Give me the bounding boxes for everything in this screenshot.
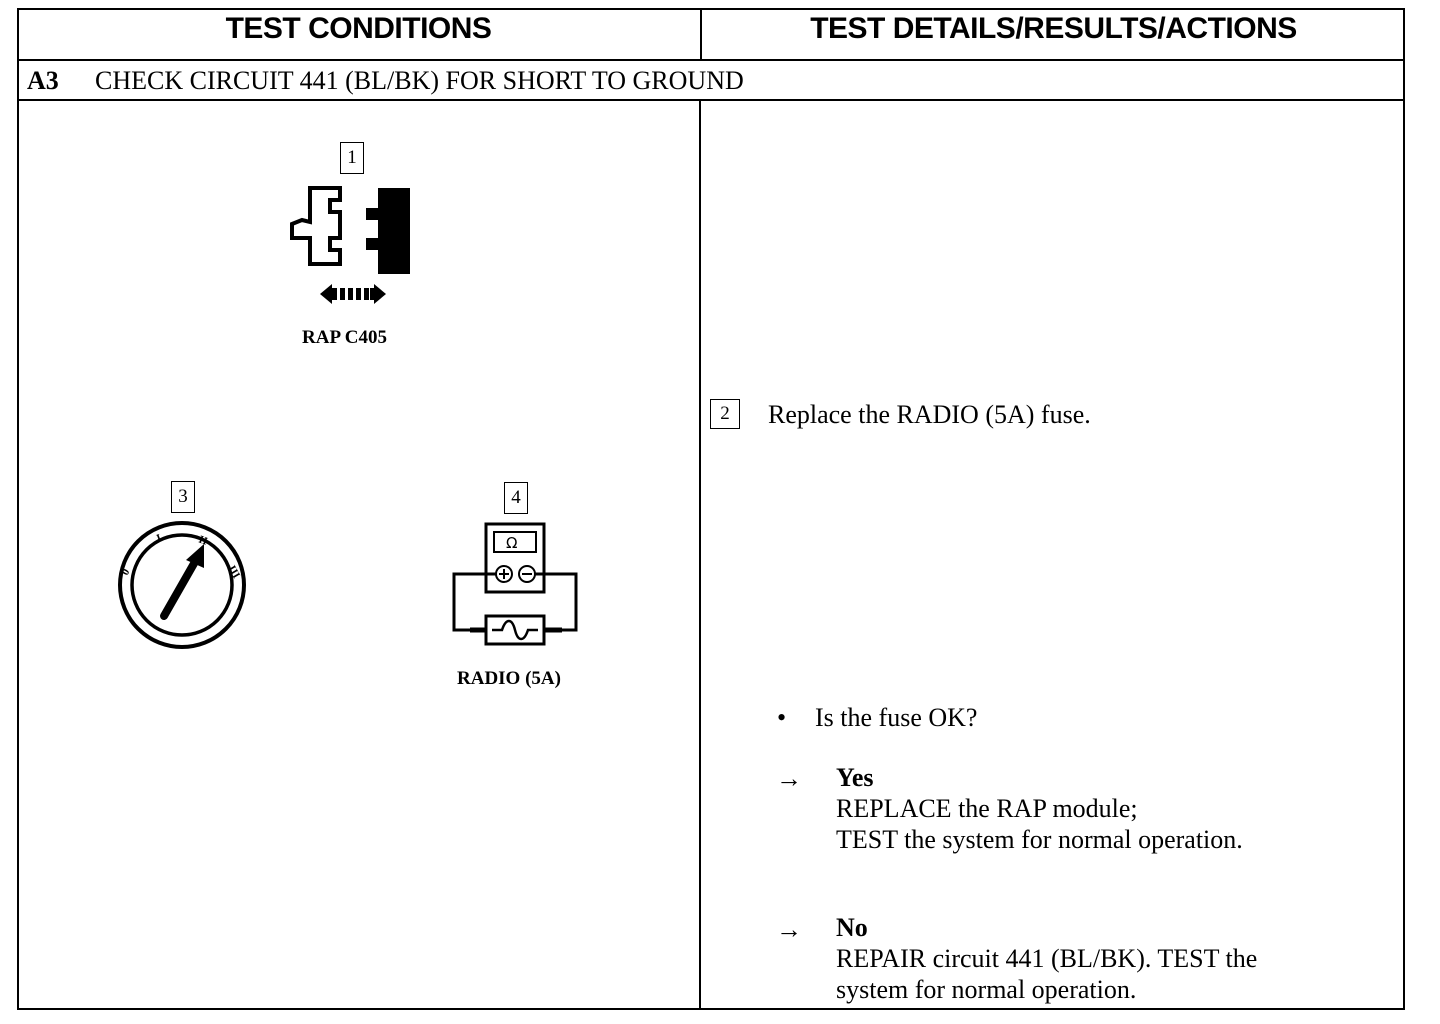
- no-action-line-1: REPAIR circuit 441 (BL/BK). TEST the: [836, 944, 1258, 973]
- column-divider: [700, 8, 702, 60]
- ignition-switch-icon: 0 I II III: [118, 521, 246, 649]
- condition-1-number: 1: [340, 142, 364, 174]
- svg-text:0: 0: [119, 566, 132, 577]
- step-title: CHECK CIRCUIT 441 (BL/BK) FOR SHORT TO G…: [95, 66, 744, 95]
- condition-3-number: 3: [171, 481, 195, 513]
- details-step-number: 2: [710, 399, 740, 429]
- test-table: [17, 8, 1405, 1010]
- condition-4-caption: RADIO (5A): [457, 668, 561, 689]
- yes-action-line-1: REPLACE the RAP module;: [836, 794, 1138, 823]
- yes-arrow: →: [776, 764, 802, 793]
- condition-1-caption: RAP C405: [302, 327, 387, 348]
- condition-4-number: 4: [504, 482, 528, 514]
- details-instruction: Replace the RADIO (5A) fuse.: [768, 400, 1091, 429]
- column-divider-lower: [699, 100, 701, 1010]
- header-test-details: TEST DETAILS/RESULTS/ACTIONS: [810, 12, 1297, 45]
- svg-text:II: II: [197, 534, 209, 548]
- no-arrow: →: [776, 915, 802, 944]
- header-row-line: [17, 59, 1405, 61]
- step-id: A3: [27, 66, 59, 95]
- svg-text:III: III: [225, 564, 242, 581]
- header-test-conditions: TEST CONDITIONS: [225, 12, 492, 45]
- ohmmeter-fuse-icon: Ω: [452, 522, 578, 646]
- yes-label: Yes: [836, 763, 874, 792]
- step-row-line: [17, 99, 1405, 101]
- question: Is the fuse OK?: [815, 703, 978, 732]
- connector-disconnect-icon: [290, 186, 410, 304]
- ohm-symbol: Ω: [506, 534, 517, 552]
- bullet: •: [777, 703, 787, 732]
- no-action-line-2: system for normal operation.: [836, 975, 1137, 1004]
- yes-action-line-2: TEST the system for normal operation.: [836, 825, 1243, 854]
- svg-text:I: I: [155, 532, 163, 545]
- no-label: No: [836, 913, 868, 942]
